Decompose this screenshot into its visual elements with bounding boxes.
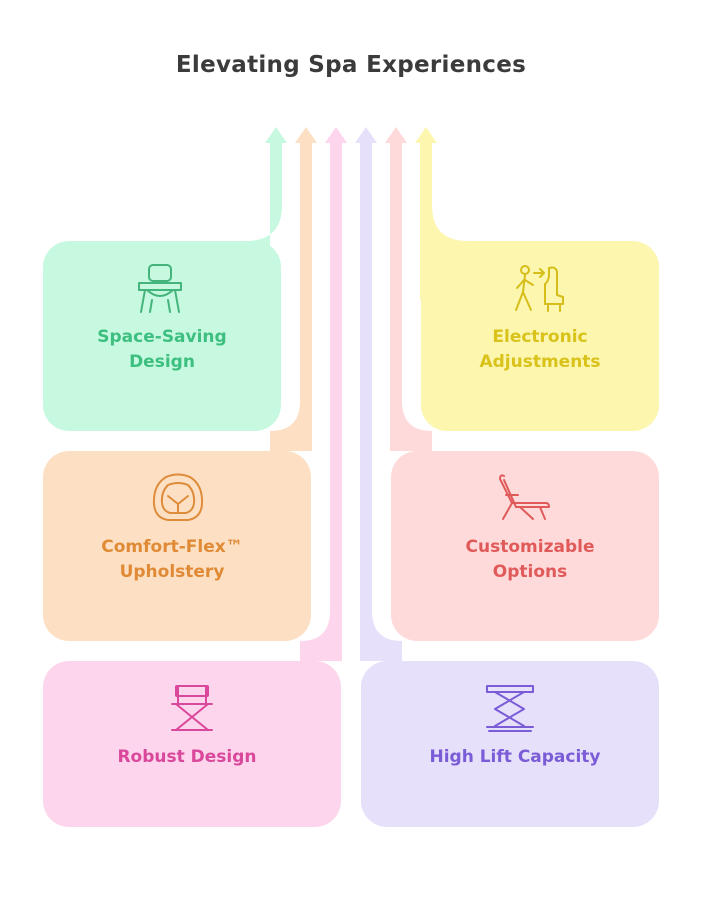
label-customizable: Customizable Options: [465, 537, 595, 582]
arrowhead-space-saving: [265, 127, 287, 143]
connector-customizable: [390, 143, 432, 451]
car-seat-icon: [152, 473, 204, 521]
panel-robust: [43, 661, 341, 827]
label-electronic: Electronic Adjustments: [479, 327, 601, 372]
arrowhead-robust: [325, 127, 347, 143]
connector-robust: [300, 143, 342, 661]
connector-high-lift: [360, 143, 402, 661]
page-title: Elevating Spa Experiences: [175, 52, 527, 78]
label-robust: Robust Design: [117, 747, 257, 767]
label-comfort-flex: Comfort-Flex™ Upholstery: [101, 537, 243, 582]
panel-customizable: [391, 451, 659, 641]
recliner-chair-icon: [499, 474, 550, 520]
panel-comfort-flex: [43, 451, 311, 641]
connector-comfort-flex: [270, 143, 312, 451]
high-chair-icon: [138, 264, 182, 313]
director-chair-icon: [171, 685, 213, 731]
connector-electronic: [420, 143, 500, 300]
arrowhead-customizable: [385, 127, 407, 143]
arrowhead-electronic: [415, 127, 437, 143]
connector-space-saving: [200, 143, 282, 300]
arrowhead-high-lift: [355, 127, 377, 143]
scissor-lift-icon: [486, 685, 534, 732]
person-to-seat-icon: [515, 265, 564, 312]
panel-high-lift: [361, 661, 659, 827]
arrowhead-comfort-flex: [295, 127, 317, 143]
label-space-saving: Space-Saving Design: [97, 327, 227, 372]
label-high-lift: High Lift Capacity: [429, 747, 601, 767]
